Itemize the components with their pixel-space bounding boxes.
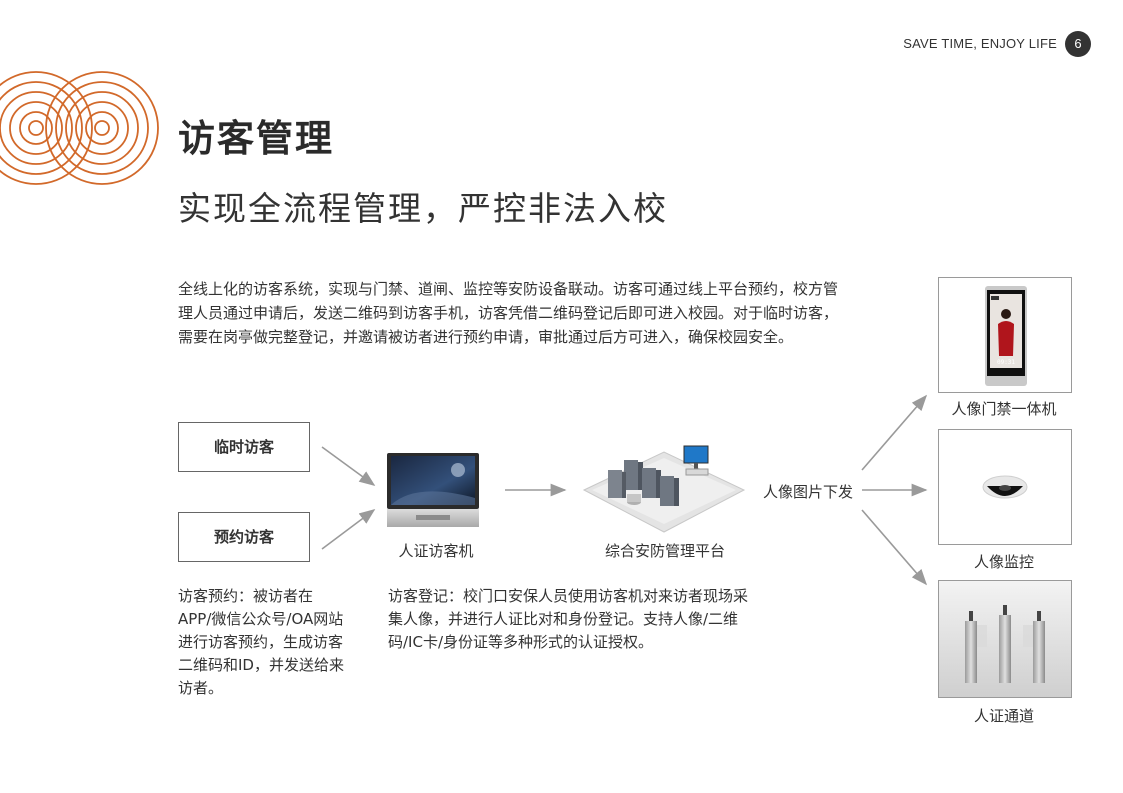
arrow-reserved-to-machine: [321, 509, 376, 550]
security-platform-icon: [582, 445, 746, 533]
dispatch-label: 人像图片下发: [762, 483, 853, 501]
header-slogan: SAVE TIME, ENJOY LIFE: [903, 36, 1057, 51]
reserved-visitor-box: 预约访客: [178, 512, 310, 562]
arrow-temporary-to-machine: [321, 446, 376, 486]
visitor-machine-icon: [387, 453, 479, 527]
turnstile-photo: [938, 580, 1072, 698]
intro-paragraph: 全线上化的访客系统，实现与门禁、道闸、监控等安防设备联动。访客可通过线上平台预约…: [178, 280, 839, 346]
svg-text:09:31: 09:31: [997, 359, 1015, 366]
arrow-to-face-terminal: [861, 394, 928, 471]
dome-camera-label: 人像监控: [973, 553, 1034, 571]
dome-camera-icon: [982, 475, 1028, 499]
temporary-visitor-box: 临时访客: [178, 422, 310, 472]
arrow-to-turnstile: [861, 509, 928, 586]
face-access-terminal-icon: 09:31: [985, 286, 1027, 386]
face-terminal-label: 人像门禁一体机: [951, 400, 1057, 418]
dome-camera-photo: [938, 429, 1072, 545]
concentric-circles-decoration: [0, 71, 159, 185]
page-title: 访客管理: [178, 117, 334, 160]
turnstile-gate-icon: [939, 581, 1071, 697]
page-number-badge: 6: [1065, 31, 1091, 57]
reservation-note: 访客预约：被访者在APP/微信公众号/OA网站进行访客预约，生成访客二维码和ID…: [178, 587, 344, 697]
registration-note: 访客登记：校门口安保人员使用访客机对来访者现场采集人像，并进行人证比对和身份登记…: [388, 587, 749, 651]
platform-label: 综合安防管理平台: [604, 542, 725, 560]
turnstile-label: 人证通道: [973, 707, 1034, 725]
face-terminal-photo: 09:31: [938, 277, 1072, 393]
visitor-machine-label: 人证访客机: [398, 542, 474, 560]
page-subtitle: 实现全流程管理，严控非法入校: [178, 189, 668, 228]
